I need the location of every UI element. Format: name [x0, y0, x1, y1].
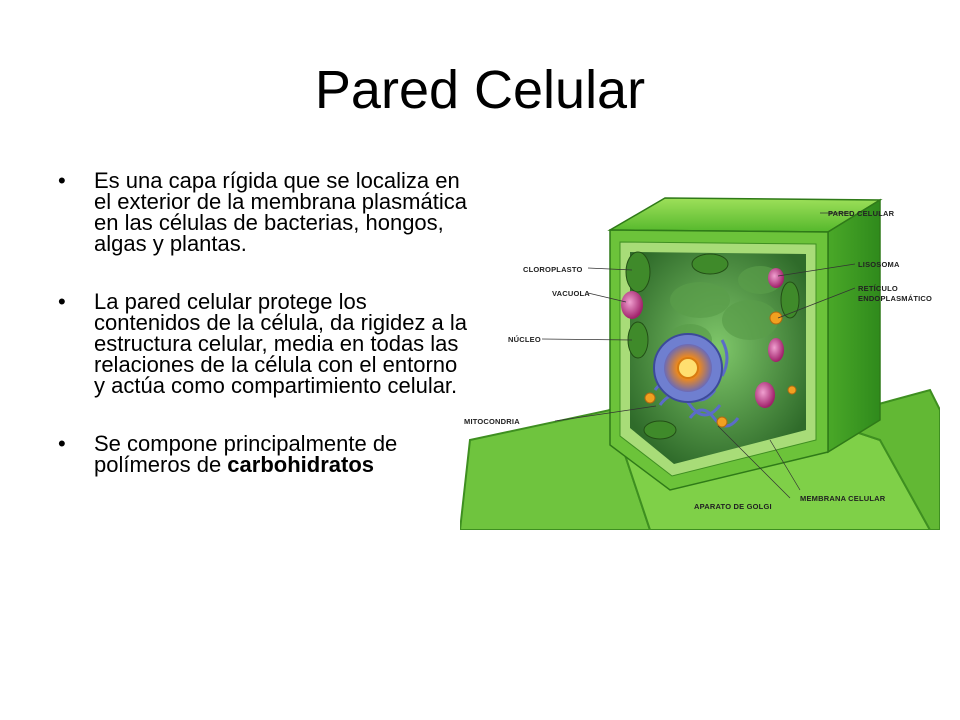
- cell-wall: [607, 197, 883, 491]
- bullet-item: • Es una capa rígida que se localiza en …: [58, 168, 468, 256]
- bullet-marker: •: [58, 431, 66, 456]
- nucleus: [653, 333, 723, 403]
- label-reticulo-2: ENDOPLASMÁTICO: [858, 294, 932, 303]
- diagram-labels: PARED CELULAR LISOSOMA RETÍCULO ENDOPLAS…: [464, 209, 932, 511]
- label-pared-celular: PARED CELULAR: [828, 209, 895, 218]
- bullet-marker: •: [58, 289, 66, 314]
- label-lisosoma: LISOSOMA: [858, 260, 900, 269]
- bullet-text: Es una capa rígida que se localiza en el…: [94, 168, 467, 256]
- slide-title: Pared Celular: [314, 60, 646, 120]
- label-reticulo-1: RETÍCULO: [858, 284, 898, 293]
- organelles: [644, 311, 797, 428]
- bullet-item: • La pared celular protege los contenido…: [58, 289, 468, 398]
- label-membrana-celular: MEMBRANA CELULAR: [800, 494, 886, 503]
- label-vacuola: VACUOLA: [552, 289, 590, 298]
- plant-cell-diagram: PARED CELULAR LISOSOMA RETÍCULO ENDOPLAS…: [460, 197, 940, 530]
- bullet-bold-term: carbohidratos: [227, 452, 374, 477]
- chloroplasts: [625, 251, 800, 440]
- bullet-item: • Se compone principalmente de polímeros…: [58, 431, 468, 477]
- lysosomes: [621, 268, 784, 408]
- leader-lines: [541, 212, 856, 499]
- label-aparato-golgi: APARATO DE GOLGI: [694, 502, 772, 511]
- bullet-list: • Es una capa rígida que se localiza en …: [58, 170, 468, 512]
- label-cloroplasto: CLOROPLASTO: [523, 265, 583, 274]
- bullet-text: La pared celular protege los contenidos …: [94, 289, 468, 398]
- bullet-marker: •: [58, 168, 66, 193]
- label-nucleo: NÚCLEO: [508, 335, 541, 344]
- label-mitocondria: MITOCONDRIA: [464, 417, 520, 426]
- bullet-text: Se compone principalmente de polímeros d…: [94, 431, 398, 477]
